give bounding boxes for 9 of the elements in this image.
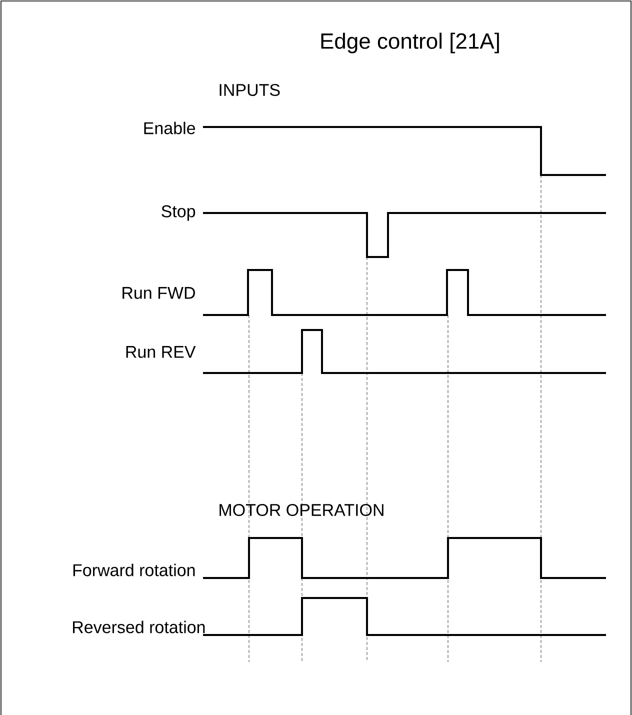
signal-label: Enable [144, 122, 196, 134]
section-heading: INPUTS [220, 84, 280, 96]
signal-label: Run FWD [122, 287, 195, 299]
signal-label: Forward rotation [73, 564, 195, 576]
section-heading: MOTOR OPERATION [220, 504, 384, 516]
signal-label: Stop [162, 205, 196, 221]
signal-label: Reversed rotation [73, 620, 205, 634]
signal-label: Run REV [126, 346, 196, 358]
title: Edge control [21A] [321, 32, 499, 54]
